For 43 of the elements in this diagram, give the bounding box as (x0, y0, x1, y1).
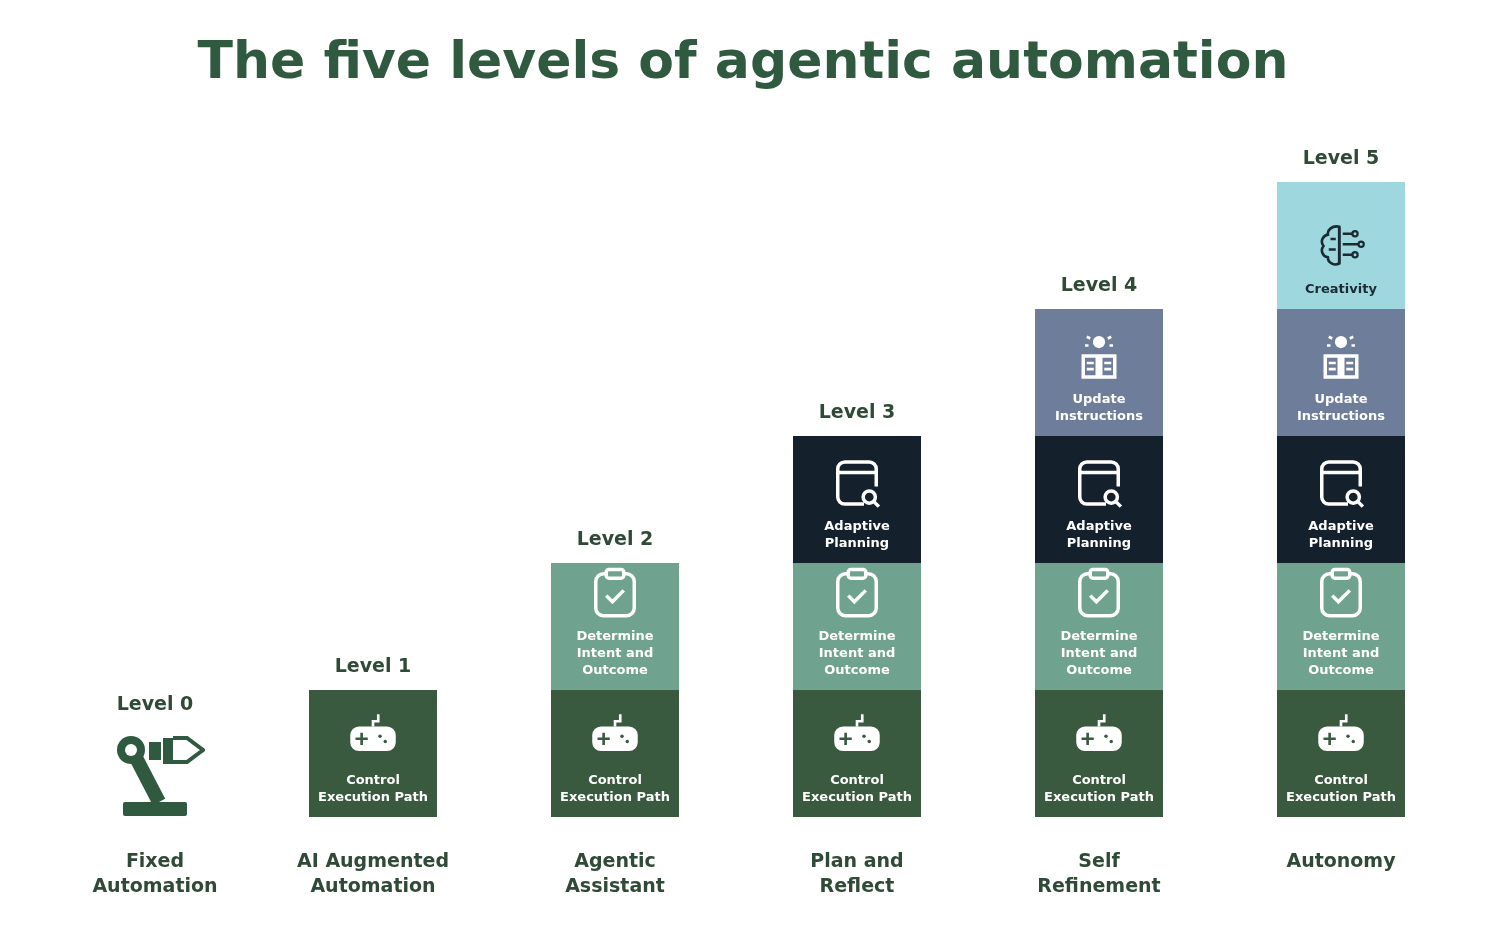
level-name: Agentic Assistant (564, 848, 666, 898)
level-name: Autonomy (1285, 848, 1397, 873)
level-heading: Level 4 (1059, 273, 1139, 295)
level-block (1035, 563, 1163, 690)
block-label: Determine Intent and Outcome (1059, 627, 1139, 678)
block-label: Update Instructions (1054, 390, 1144, 424)
level-block (1277, 563, 1405, 690)
level-block (1035, 690, 1163, 817)
block-label: Control Execution Path (317, 771, 429, 805)
level-block (1277, 182, 1405, 309)
block-label: Creativity (1304, 280, 1378, 297)
block-label: Update Instructions (1296, 390, 1386, 424)
block-label: Control Execution Path (559, 771, 671, 805)
level-heading: Level 5 (1301, 146, 1381, 168)
block-label: Determine Intent and Outcome (817, 627, 897, 678)
block-label: Control Execution Path (801, 771, 913, 805)
title: The five levels of agentic automation (196, 30, 1290, 90)
block-label: Adaptive Planning (823, 517, 891, 551)
level-block (551, 563, 679, 690)
level-heading: Level 1 (333, 654, 413, 676)
level-heading: Level 3 (817, 400, 897, 422)
level-block (793, 436, 921, 563)
level-block (1277, 436, 1405, 563)
level-block (1035, 309, 1163, 436)
level-block (793, 690, 921, 817)
level-block (793, 563, 921, 690)
block-label: Control Execution Path (1285, 771, 1397, 805)
block-label: Determine Intent and Outcome (1301, 627, 1381, 678)
block-label: Control Execution Path (1043, 771, 1155, 805)
level-block (1035, 436, 1163, 563)
level-name: AI Augmented Automation (296, 848, 450, 898)
level-heading: Level 0 (115, 692, 195, 714)
level-heading: Level 2 (575, 527, 655, 549)
block-label: Adaptive Planning (1065, 517, 1133, 551)
block-label: Adaptive Planning (1307, 517, 1375, 551)
level-name: Self Refinement (1036, 848, 1162, 898)
level-name: Plan and Reflect (809, 848, 905, 898)
level-block (1277, 309, 1405, 436)
level-block (1277, 690, 1405, 817)
level-name: Fixed Automation (91, 848, 219, 898)
level-block (551, 690, 679, 817)
level-block (309, 690, 437, 817)
block-label: Determine Intent and Outcome (575, 627, 655, 678)
